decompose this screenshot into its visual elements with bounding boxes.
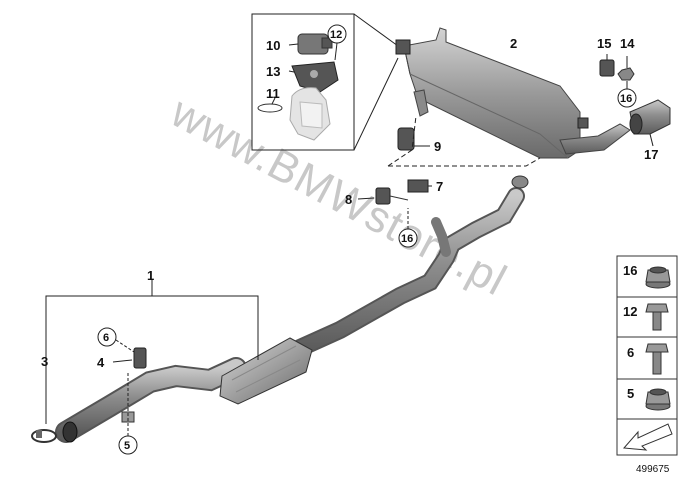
callout-4: 4: [97, 355, 105, 370]
direction-arrow-icon: [622, 423, 673, 451]
wire: [389, 195, 409, 201]
front-pipe: [55, 175, 529, 443]
leader-4: [112, 359, 133, 363]
tailpipe-trim: [629, 99, 671, 135]
callout-16-b: 16: [401, 233, 413, 245]
callout-2: 2: [510, 36, 517, 51]
flange-nut-icon: [645, 266, 671, 289]
detail-box: [251, 13, 355, 151]
flap-actuator: [297, 33, 333, 55]
leader-13: [288, 70, 295, 73]
callout-3: 3: [41, 354, 48, 369]
callout-7: 7: [436, 179, 443, 194]
leader-17: [649, 133, 654, 147]
callout-5: 5: [124, 440, 130, 452]
legend-label-5: 5: [627, 386, 634, 401]
actuator-bracket: [291, 61, 339, 93]
callout-13: 13: [266, 64, 280, 79]
rear-silencer: [395, 27, 631, 159]
legend-label-12: 12: [623, 304, 637, 319]
callout-11: 11: [266, 86, 280, 101]
callout-16: 16: [620, 93, 632, 105]
rubber-mount-8: [375, 187, 391, 205]
detail-leader: [353, 13, 399, 47]
leader-11: [271, 97, 276, 105]
callout-12: 12: [330, 29, 342, 41]
callout-9: 9: [434, 139, 441, 154]
catalytic-converter: [219, 337, 313, 405]
legend-label-16: 16: [623, 263, 637, 278]
callout-17: 17: [644, 147, 658, 162]
nut-5: [121, 411, 135, 423]
rubber-mount: [599, 59, 615, 77]
bracket-7: [407, 179, 429, 193]
callout-6: 6: [103, 332, 109, 344]
hex-bolt-short-icon: [645, 303, 669, 331]
legend-cell: [616, 296, 678, 338]
callout-circle-6: [97, 327, 117, 347]
pipe-clamp-3: [31, 429, 57, 443]
callout-1: 1: [147, 268, 154, 283]
dashed-leader: [387, 115, 541, 167]
leader-6: [115, 339, 135, 353]
hex-bolt-icon: [645, 343, 669, 375]
rubber-hanger-9: [397, 127, 415, 151]
detail-leader: [353, 57, 399, 151]
flange-nut-icon: [645, 388, 671, 411]
bracket-line-1: [45, 295, 259, 360]
pipe-hanger-4: [133, 347, 147, 369]
drawing-number: 499675: [636, 464, 670, 475]
callout-15: 15: [597, 36, 611, 51]
leader-10: [288, 43, 299, 46]
fastener-legend: 16 12 6 5: [616, 255, 678, 456]
legend-cell: [616, 336, 678, 380]
callout-8: 8: [345, 192, 352, 207]
hose-clip: [257, 103, 283, 113]
callout-14: 14: [620, 36, 635, 51]
exhaust-flap: [289, 87, 331, 141]
legend-label-6: 6: [627, 345, 634, 360]
nut-14: [617, 67, 635, 81]
leader-8: [357, 197, 375, 200]
leader-12: [334, 42, 338, 61]
callout-10: 10: [266, 38, 280, 53]
